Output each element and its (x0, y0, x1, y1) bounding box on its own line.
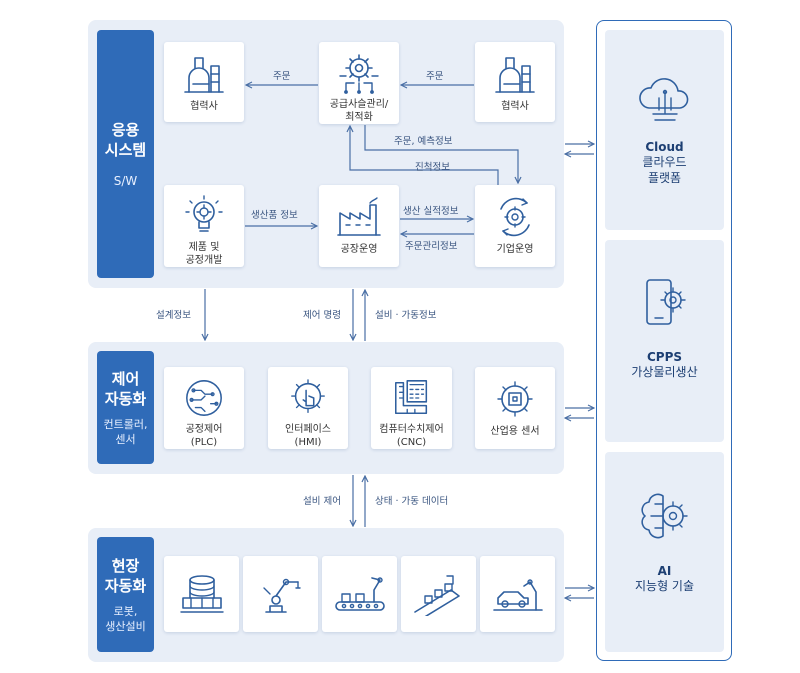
hmi-node: 인터페이스 (HMI) (268, 367, 348, 449)
field-equipment-5 (480, 556, 555, 632)
edge-label-order-left: 주문 (273, 71, 291, 82)
cloud-title: Cloud (645, 140, 684, 154)
product-development-label-2: 공정개발 (185, 255, 223, 266)
cpps-line-1: 가상물리생산 (631, 365, 698, 379)
control-title-2: 자동화 (104, 389, 147, 408)
assembly-line-icon (334, 577, 385, 611)
cnc-label-2: (CNC) (396, 437, 427, 448)
edge-scm-to-enterprise (364, 125, 518, 183)
app-title-1: 응용 (111, 120, 140, 139)
field-equipment-1 (164, 556, 239, 632)
enterprise-operation-label: 기업운영 (496, 244, 534, 255)
calculator-ruler-icon (394, 380, 427, 415)
field-subtitle-1: 로봇, (113, 604, 138, 618)
chip-gear-icon (497, 381, 533, 417)
industrial-sensor-label: 산업용 센서 (490, 426, 540, 437)
cpps-title: CPPS (646, 350, 683, 364)
plc-node: 공정제어 (PLC) (164, 367, 244, 449)
lightbulb-gear-icon (185, 195, 223, 232)
control-subtitle-2: 센서 (115, 432, 136, 446)
smartphone-gear-icon (645, 279, 686, 325)
scm-node: 공급사슬관리/ 최적화 (319, 42, 399, 124)
edge-label-production-info: 생산품 정보 (251, 210, 298, 221)
edge-label-equipment-control: 설비 제어 (303, 496, 341, 507)
product-development-label-1: 제품 및 (188, 242, 220, 253)
field-automation-label: 현장 자동화 로봇, 생산설비 (97, 537, 154, 652)
factory-icon (337, 197, 381, 236)
field-equipment-4 (401, 556, 476, 632)
hmi-label-1: 인터페이스 (285, 424, 331, 435)
scm-label-1: 공급사슬관리/ (329, 99, 389, 110)
app-subtitle: S/W (113, 173, 138, 188)
edge-label-design-info: 설계정보 (156, 310, 191, 321)
partner-right-node: 협력사 (475, 42, 555, 122)
chemical-plant-icon (184, 57, 224, 93)
network-gear-icon (339, 54, 379, 94)
edge-label-order-management: 주문관리정보 (405, 241, 458, 252)
field-title-2: 자동화 (104, 576, 147, 595)
control-title-1: 제어 (111, 369, 140, 388)
cloud-line-2: 플랫폼 (647, 171, 682, 185)
ai-platform-card: AI 지능형 기술 (605, 452, 724, 652)
edge-label-equipment-info: 설비 · 가동정보 (375, 310, 437, 321)
cloud-line-1: 클라우드 (642, 155, 687, 169)
chemical-plant-icon (495, 57, 535, 93)
circuit-globe-icon (186, 380, 222, 416)
cycle-gear-icon (500, 197, 530, 237)
cnc-node: 컴퓨터수치제어 (CNC) (371, 367, 452, 449)
brain-gear-icon (640, 493, 688, 539)
scm-label-2: 최적화 (345, 112, 373, 123)
control-automation-label: 제어 자동화 컨트롤러, 센서 (97, 351, 154, 464)
enterprise-operation-node: 기업운영 (475, 185, 555, 267)
partner-left-label: 협력사 (190, 101, 218, 112)
gear-touch-icon (291, 379, 325, 413)
cloud-icon (638, 78, 688, 121)
conveyor-boxes-icon (413, 575, 460, 616)
industrial-sensor-node: 산업용 센서 (475, 367, 555, 449)
field-equipment-3 (322, 556, 397, 632)
field-title-1: 현장 (111, 556, 140, 575)
plc-label-2: (PLC) (190, 437, 218, 448)
edge-label-control-command: 제어 명령 (303, 310, 341, 321)
application-system-label: 응용 시스템 S/W (97, 30, 154, 278)
cpps-platform-card: CPPS 가상물리생산 (605, 240, 724, 442)
robot-arm-icon (262, 578, 301, 613)
hmi-label-2: (HMI) (294, 437, 322, 448)
field-subtitle-2: 생산설비 (105, 619, 146, 633)
edge-enterprise-to-scm (350, 126, 499, 185)
edge-label-production-result: 생산 실적정보 (403, 206, 459, 217)
cnc-label-1: 컴퓨터수치제어 (379, 424, 444, 435)
control-subtitle-1: 컨트롤러, (103, 417, 148, 431)
storage-tank-icon (179, 575, 224, 613)
field-equipment-2 (243, 556, 318, 632)
edge-label-order-forecast: 주문, 예측정보 (394, 136, 453, 147)
cloud-platform-card: Cloud 클라우드 플랫폼 (605, 30, 724, 230)
plc-label-1: 공정제어 (185, 424, 223, 435)
factory-operation-node: 공장운영 (319, 185, 399, 267)
partner-right-label: 협력사 (501, 101, 529, 112)
car-assembly-robot-icon (492, 579, 543, 611)
ai-line-1: 지능형 기술 (634, 579, 694, 593)
app-title-2: 시스템 (104, 140, 147, 159)
edge-label-progress: 진척정보 (415, 162, 450, 173)
edge-label-status-data: 상태 · 가동 데이터 (375, 496, 449, 507)
edge-label-order-right: 주문 (426, 71, 444, 82)
product-development-node: 제품 및 공정개발 (164, 185, 244, 267)
factory-operation-label: 공장운영 (340, 244, 378, 255)
ai-title: AI (657, 564, 672, 578)
partner-left-node: 협력사 (164, 42, 244, 122)
